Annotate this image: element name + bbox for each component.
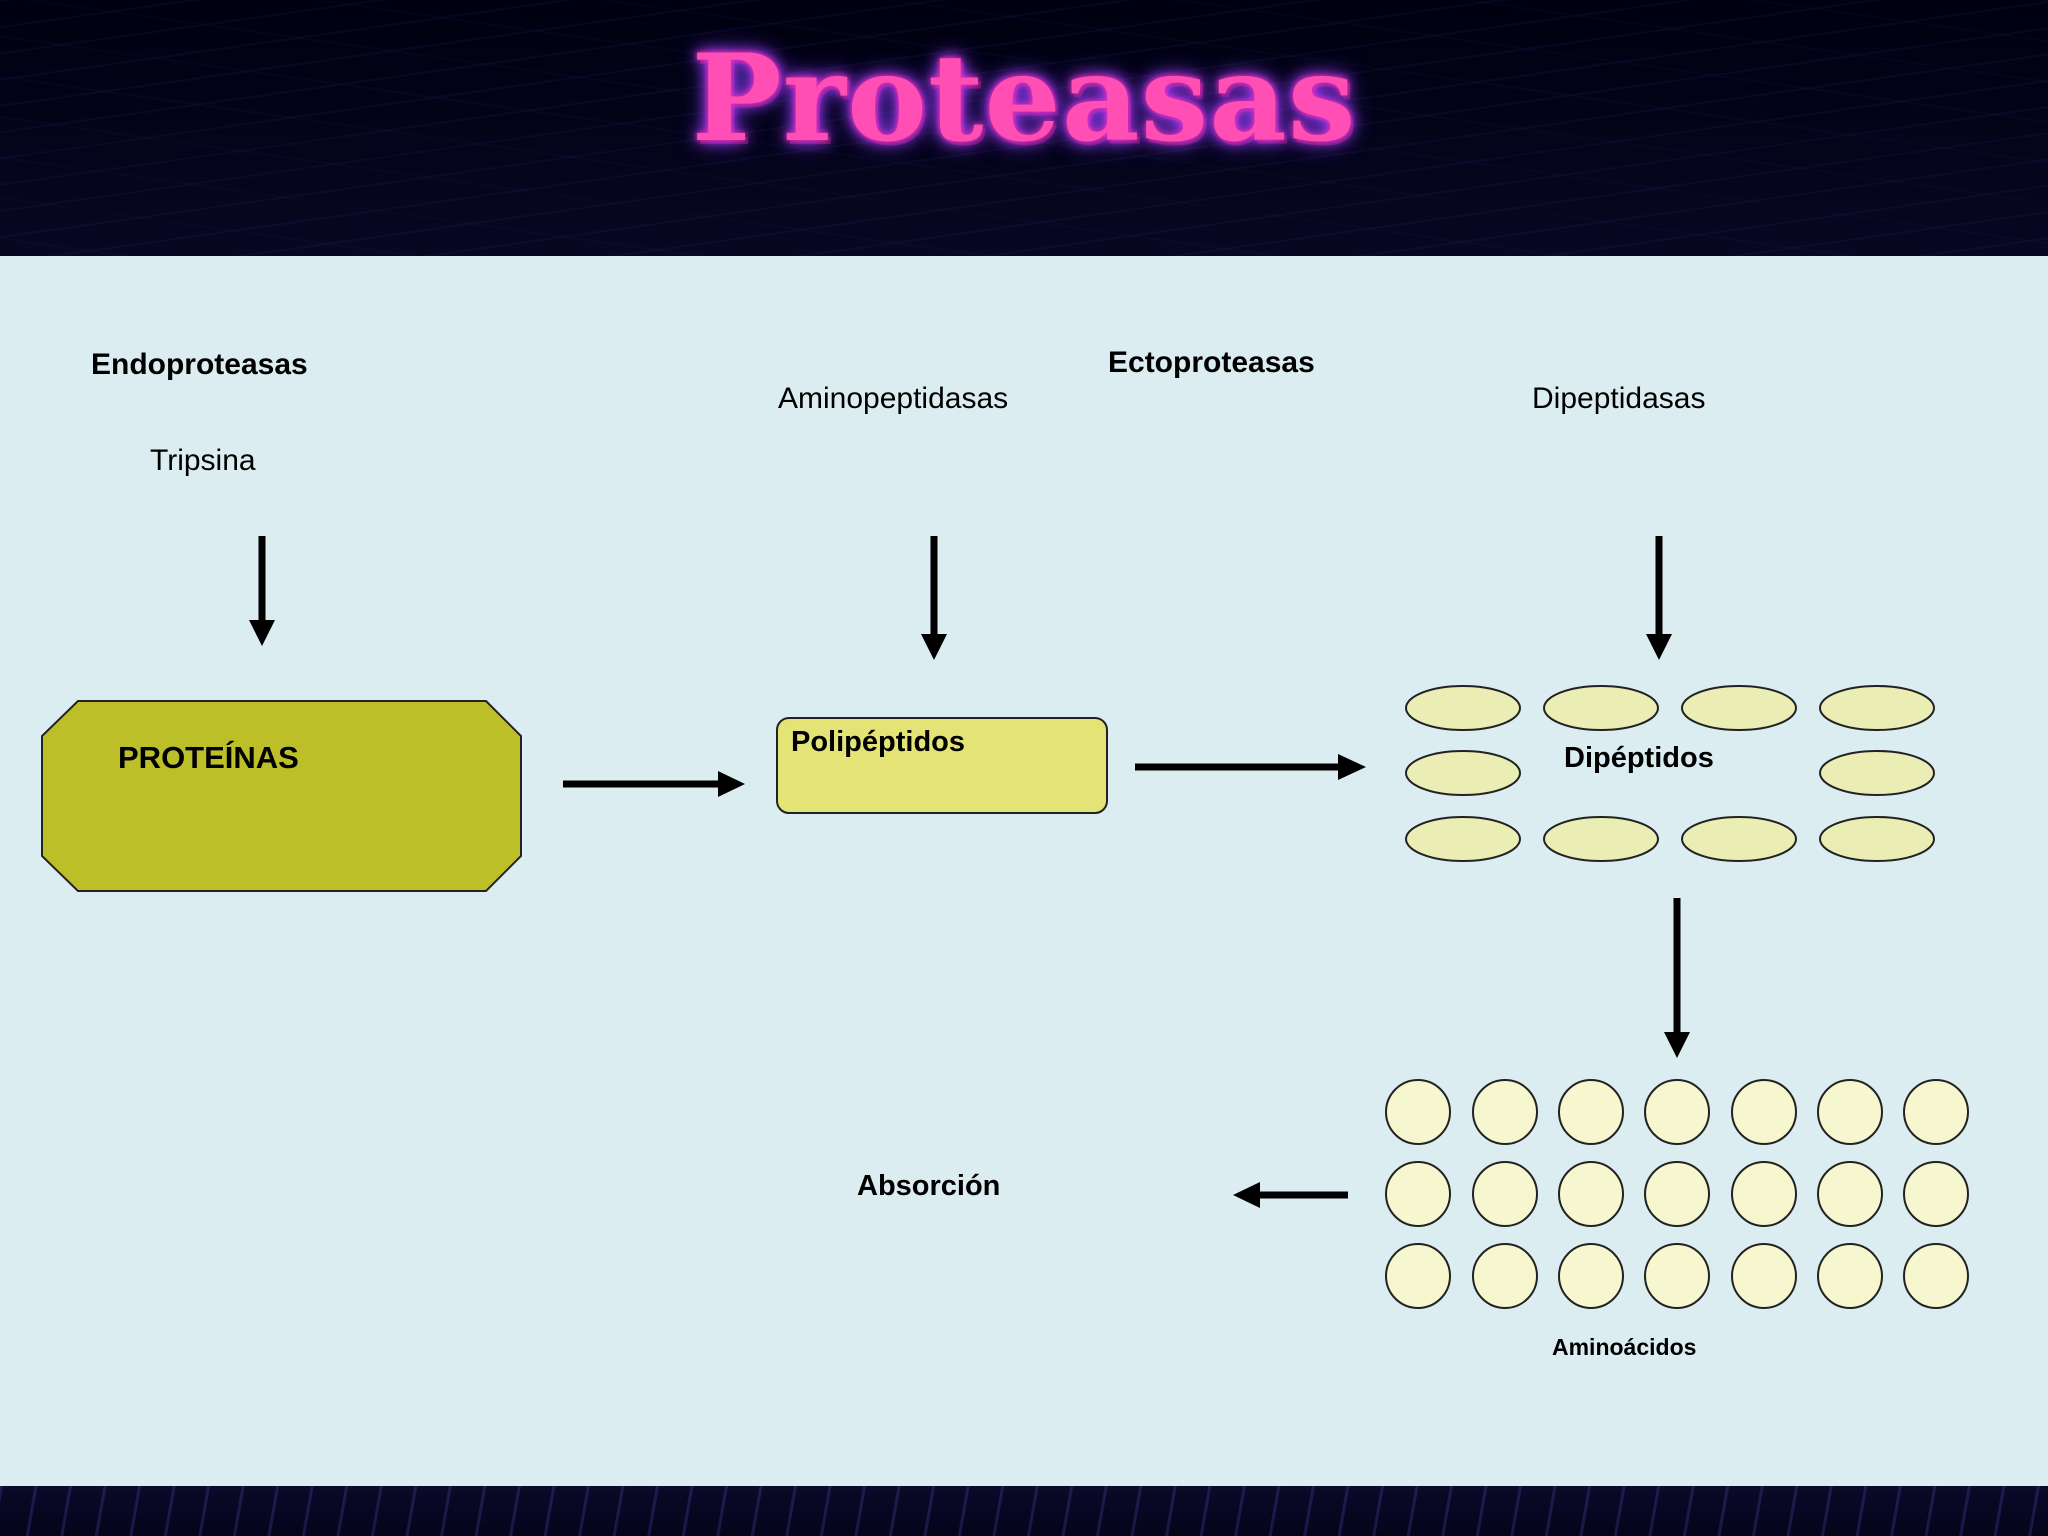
aminoacido-circle xyxy=(1731,1161,1797,1227)
aminoacido-circle xyxy=(1731,1243,1797,1309)
aminoacido-circle xyxy=(1558,1079,1624,1145)
ectoproteasas-label: Ectoproteasas xyxy=(1108,346,1315,379)
dipeptido-ellipse xyxy=(1681,685,1797,731)
polipeptidos-box xyxy=(776,717,1108,814)
aminoacido-circle xyxy=(1817,1243,1883,1309)
aminoacidos-label: Aminoácidos xyxy=(1552,1334,1697,1360)
aminoacido-circle xyxy=(1644,1243,1710,1309)
dipeptido-ellipse xyxy=(1543,816,1659,862)
dipeptido-ellipse xyxy=(1819,816,1935,862)
aminoacido-circle xyxy=(1731,1079,1797,1145)
arrow-dipeptidasas-down xyxy=(1646,536,1672,660)
dipeptido-ellipse xyxy=(1819,750,1935,796)
dipeptido-ellipse xyxy=(1405,816,1521,862)
arrow-polipeptidos-to-dipeptidos xyxy=(1135,754,1366,780)
dipeptidos-label: Dipéptidos xyxy=(1564,742,1714,774)
aminoacido-circle xyxy=(1903,1243,1969,1309)
aminopeptidasas-label: Aminopeptidasas xyxy=(778,382,1009,415)
footer-background xyxy=(0,1486,2048,1536)
title-background xyxy=(0,0,2048,256)
dipeptido-ellipse xyxy=(1819,685,1935,731)
aminoacido-circle xyxy=(1385,1161,1451,1227)
arrow-to-absorcion xyxy=(1233,1182,1348,1208)
aminoacido-circle xyxy=(1558,1161,1624,1227)
absorcion-label: Absorción xyxy=(857,1170,1001,1202)
polipeptidos-label: Polipéptidos xyxy=(791,726,965,758)
proteinas-label: PROTEÍNAS xyxy=(118,740,299,775)
arrow-aminopeptidasas-down xyxy=(921,536,947,660)
aminoacido-circle xyxy=(1385,1079,1451,1145)
aminoacidos-group xyxy=(1385,1079,1969,1309)
dipeptidasas-label: Dipeptidasas xyxy=(1532,382,1706,415)
dipeptido-ellipse xyxy=(1405,685,1521,731)
dipeptido-ellipse xyxy=(1405,750,1521,796)
tripsina-label: Tripsina xyxy=(150,444,256,477)
dipeptido-ellipse xyxy=(1681,816,1797,862)
aminoacido-circle xyxy=(1385,1243,1451,1309)
aminoacido-circle xyxy=(1903,1161,1969,1227)
aminoacido-circle xyxy=(1817,1079,1883,1145)
aminoacido-circle xyxy=(1472,1079,1538,1145)
aminoacido-circle xyxy=(1558,1243,1624,1309)
arrow-tripsina-down xyxy=(249,536,275,646)
diagram-canvas xyxy=(41,536,1969,1309)
dipeptidos-group xyxy=(1405,685,1935,862)
aminoacido-circle xyxy=(1817,1161,1883,1227)
aminoacido-circle xyxy=(1472,1243,1538,1309)
aminoacido-circle xyxy=(1903,1079,1969,1145)
aminoacido-circle xyxy=(1644,1079,1710,1145)
slide-title: Proteasas xyxy=(691,28,1357,169)
proteinas-box xyxy=(41,700,522,892)
aminoacido-circle xyxy=(1472,1161,1538,1227)
arrow-proteinas-to-polipeptidos xyxy=(563,771,745,797)
dipeptido-ellipse xyxy=(1543,685,1659,731)
endoproteasas-label: Endoproteasas xyxy=(91,348,308,381)
diagram-area: Endoproteasas Tripsina Aminopeptidasas E… xyxy=(0,256,2048,1486)
arrow-to-aminoacidos-down xyxy=(1664,898,1690,1058)
aminoacido-circle xyxy=(1644,1161,1710,1227)
